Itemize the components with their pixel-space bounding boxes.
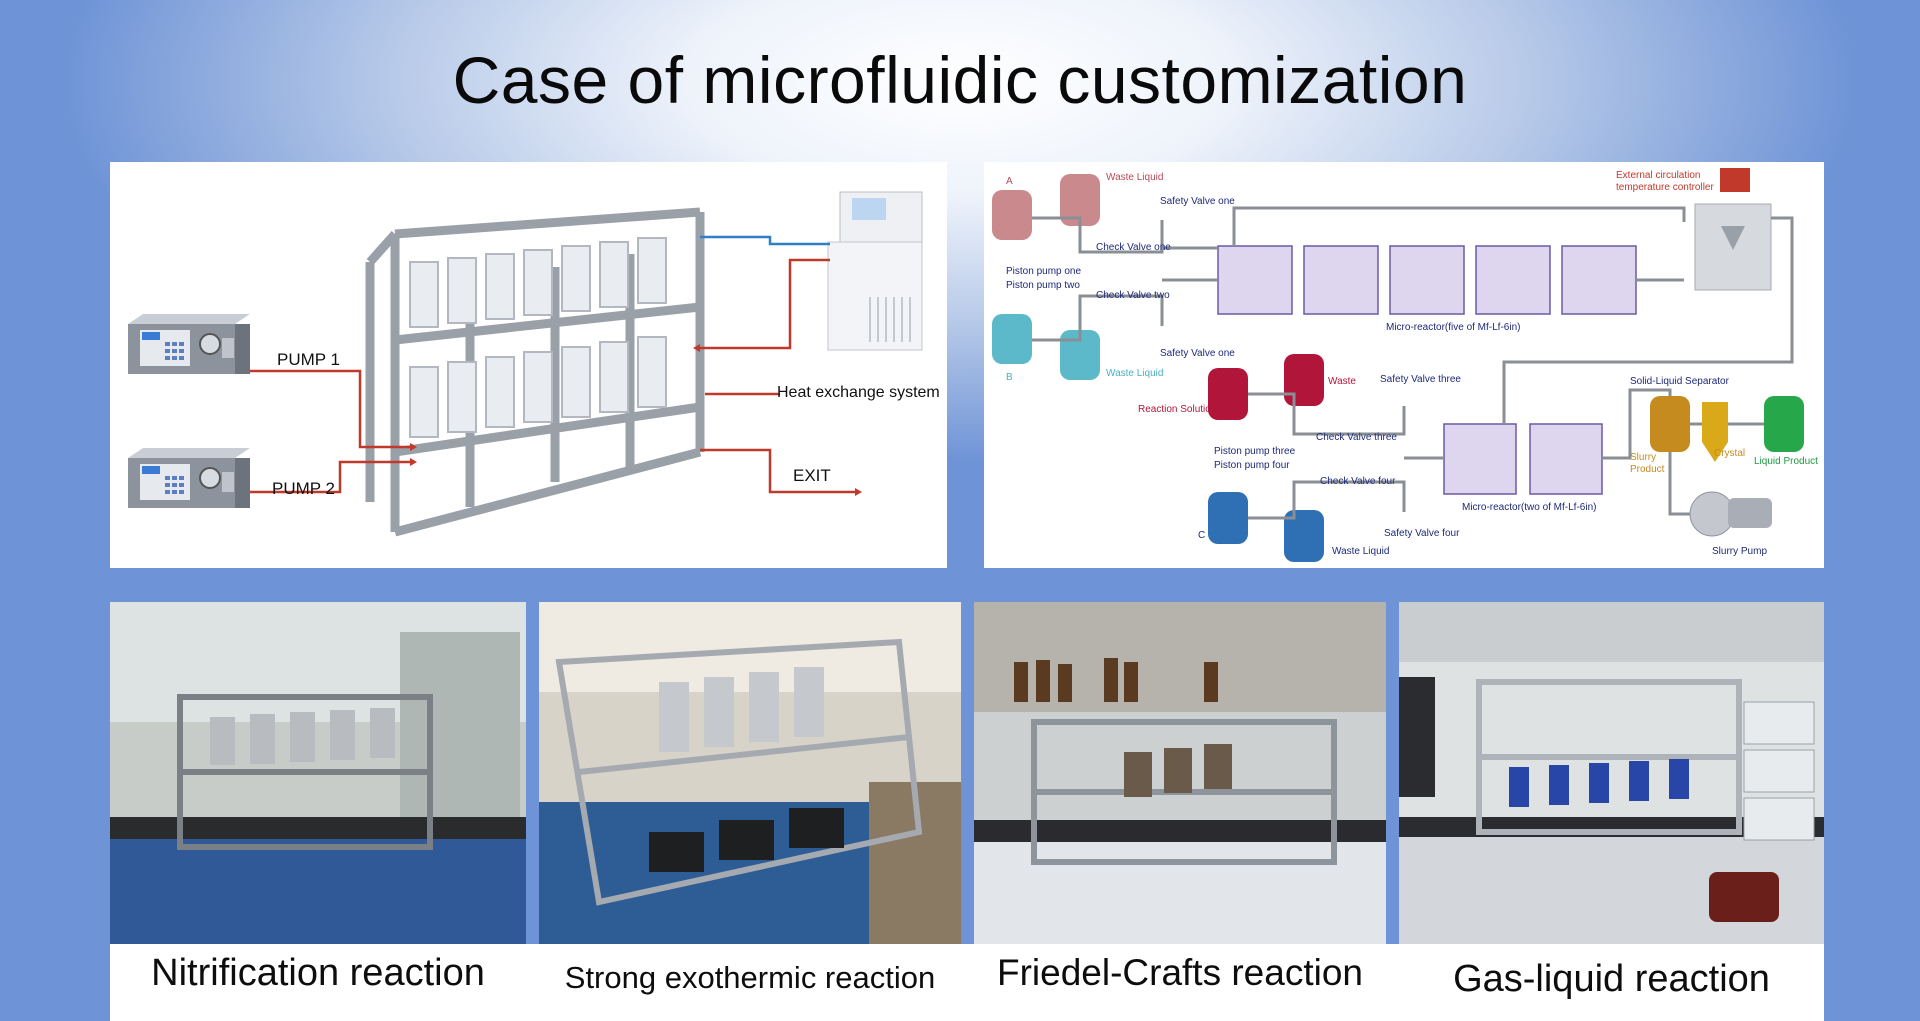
process-pipes (1032, 206, 1794, 520)
safety-valve-label-2: Safety Valve one (1160, 348, 1235, 359)
tank-c-label: C (1198, 530, 1205, 541)
external-circulation-label-1: External circulation (1616, 170, 1700, 181)
safety-valve-label-3: Safety Valve three (1380, 374, 1461, 385)
slurry-product-label-2: Product (1630, 464, 1665, 475)
process-flow-diagram: A Waste Liquid Safety Valve one Check Va… (992, 168, 1818, 562)
crystal-separator (1702, 402, 1728, 462)
caption-nitrification: Nitrification reaction (151, 952, 485, 994)
tank-waste-red (1284, 354, 1324, 406)
photo-strong-exothermic (539, 602, 961, 944)
microreactor-bank-top (1217, 245, 1637, 315)
waste-liquid-label-1: Waste Liquid (1106, 172, 1163, 183)
safety-valve-label-4: Safety Valve four (1384, 528, 1460, 539)
heat-exchanger-device (827, 191, 923, 351)
tank-waste-mid (1060, 330, 1100, 380)
microreactor-five-label: Micro-reactor(five of Mf-Lf-6in) (1386, 322, 1520, 333)
tank-b-label: B (1006, 372, 1013, 383)
pump-1-device (128, 314, 250, 374)
process-flow-panel: A Waste Liquid Safety Valve one Check Va… (984, 162, 1824, 568)
check-valve-label-2: Check Valve two (1096, 290, 1170, 301)
reactor-schematic-panel: PUMP 1 PUMP 2 Heat exchange system EXIT (110, 162, 947, 568)
tank-waste-bottom (1284, 510, 1324, 562)
safety-valve-label-1: Safety Valve one (1160, 196, 1235, 207)
photo-gas-liquid (1399, 602, 1824, 944)
slurry-pump-label: Slurry Pump (1712, 546, 1767, 557)
tank-waste-top (1060, 174, 1100, 226)
photo-nitrification (110, 602, 526, 944)
waste-label: Waste (1328, 376, 1356, 387)
piston-pump-label-4: Piston pump four (1214, 460, 1290, 471)
slurry-pump-device (1689, 491, 1772, 537)
check-valve-label-3: Check Valve three (1316, 432, 1397, 443)
tank-reaction-solution (1208, 368, 1248, 420)
piping-lines (250, 235, 855, 494)
pump-2-device (128, 448, 250, 508)
piston-pump-label-2: Piston pump two (1006, 280, 1080, 291)
page-title: Case of microfluidic customization (452, 43, 1468, 117)
piston-pump-label-1: Piston pump one (1006, 266, 1081, 277)
tank-a (992, 190, 1032, 240)
caption-strong-exothermic: Strong exothermic reaction (564, 960, 936, 995)
solid-liquid-separator-label: Solid-Liquid Separator (1630, 376, 1730, 387)
liquid-product-label: Liquid Product (1754, 456, 1818, 467)
tank-a-label: A (1006, 176, 1013, 187)
heat-exchange-label: Heat exchange system (777, 384, 940, 401)
waste-liquid-label-2: Waste Liquid (1106, 368, 1163, 379)
piston-pump-label-3: Piston pump three (1214, 446, 1296, 457)
slurry-product-label-1: Slurry (1630, 452, 1656, 463)
exit-label: EXIT (793, 466, 831, 485)
waste-liquid-label-3: Waste Liquid (1332, 546, 1389, 557)
photo-friedel-crafts (974, 602, 1386, 944)
reactor-plates (409, 237, 667, 438)
reactor-schematic-illustration: PUMP 1 PUMP 2 Heat exchange system EXIT (128, 191, 940, 537)
tank-b (992, 314, 1032, 364)
microreactor-two-label: Micro-reactor(two of Mf-Lf-6in) (1462, 502, 1596, 513)
temperature-controller (1694, 168, 1772, 291)
check-valve-label-1: Check Valve one (1096, 242, 1171, 253)
external-circulation-label-2: temperature controller (1616, 182, 1714, 193)
tank-slurry-product (1650, 396, 1690, 452)
crystal-label: Crystal (1714, 448, 1745, 459)
caption-friedel-crafts: Friedel-Crafts reaction (996, 952, 1363, 993)
caption-band (110, 944, 1824, 1021)
reaction-solution-label: Reaction Solution (1138, 404, 1216, 415)
check-valve-label-4: Check Valve four (1320, 476, 1396, 487)
pump-2-label: PUMP 2 (272, 479, 335, 498)
pump-1-label: PUMP 1 (277, 350, 340, 369)
caption-gas-liquid: Gas-liquid reaction (1453, 958, 1770, 1000)
microreactor-bank-bottom (1443, 423, 1603, 495)
tank-liquid-product (1764, 396, 1804, 452)
tank-c (1208, 492, 1248, 544)
